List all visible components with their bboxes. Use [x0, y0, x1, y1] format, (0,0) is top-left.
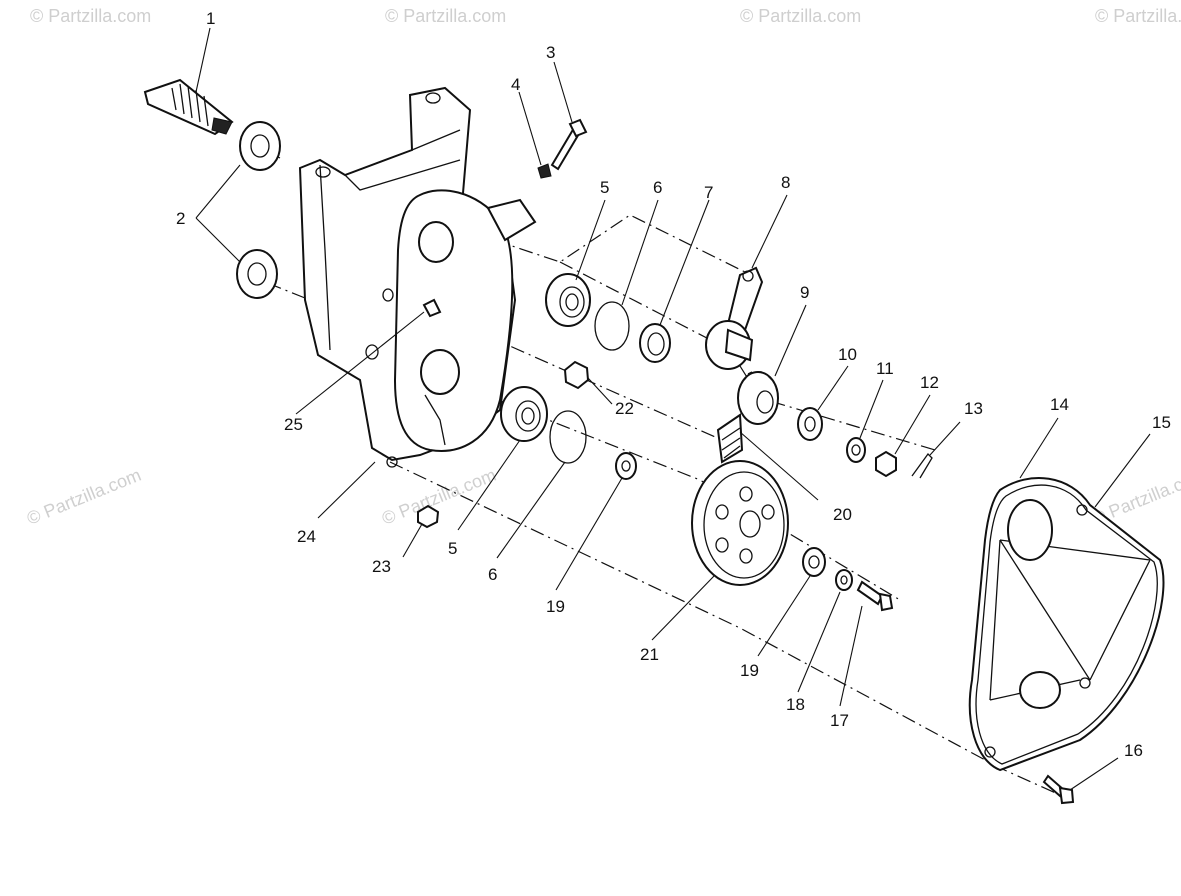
callout-21: 21 — [640, 645, 659, 664]
callout-5-upper: 5 — [600, 178, 609, 197]
part-13-cotter-pin — [911, 453, 933, 479]
callout-15: 15 — [1152, 413, 1171, 432]
callout-2: 2 — [176, 209, 185, 228]
callout-3: 3 — [546, 43, 555, 62]
part-5-bearing-upper — [545, 273, 591, 327]
part-23-drain-plug — [417, 504, 440, 529]
callout-14: 14 — [1050, 395, 1069, 414]
watermark-top-4: © Partzilla.com — [1095, 6, 1181, 26]
part-2-seals — [236, 121, 281, 299]
callout-20: 20 — [833, 505, 852, 524]
part-8-tensioner-arm — [705, 266, 764, 370]
callout-9: 9 — [800, 283, 809, 302]
part-20-chain — [716, 413, 744, 464]
part-10-washer — [797, 407, 823, 441]
callout-13: 13 — [964, 399, 983, 418]
callout-10: 10 — [838, 345, 857, 364]
callout-23: 23 — [372, 557, 391, 576]
part-22-nut — [563, 360, 590, 390]
callout-19-lower: 19 — [740, 661, 759, 680]
callout-4: 4 — [511, 75, 520, 94]
callout-6-upper: 6 — [653, 178, 662, 197]
watermark-mid-left: © Partzilla.com — [24, 465, 144, 529]
part-21-large-sprocket — [691, 460, 789, 586]
part-3-bolt — [550, 118, 588, 171]
part-25-stud — [422, 298, 442, 318]
callout-7: 7 — [704, 183, 713, 202]
callout-8: 8 — [781, 173, 790, 192]
part-17-bolt — [856, 580, 894, 612]
part-11-washer — [846, 437, 866, 463]
part-12-nut — [875, 450, 897, 478]
part-14-cover-gasket — [968, 477, 1165, 772]
callout-11: 11 — [876, 359, 894, 378]
part-6-snap-ring-lower — [549, 410, 587, 464]
part-1-shaft — [143, 78, 234, 136]
part-6-snap-ring-upper — [594, 301, 630, 351]
callout-25: 25 — [284, 415, 303, 434]
callout-17: 17 — [830, 711, 849, 730]
part-9-small-sprocket — [737, 371, 779, 425]
callout-24: 24 — [297, 527, 316, 546]
watermark-top-2: © Partzilla.com — [385, 6, 506, 26]
part-5-bearing-lower — [500, 386, 548, 442]
part-19-washer-lower — [802, 547, 826, 577]
callout-6-lower: 6 — [488, 565, 497, 584]
callout-5-lower: 5 — [448, 539, 457, 558]
callout-18: 18 — [786, 695, 805, 714]
part-18-lock-washer — [835, 569, 853, 591]
callout-22: 22 — [615, 399, 634, 418]
callout-labels: 1 2 3 4 5 6 7 8 9 10 11 12 13 14 15 16 1… — [176, 9, 1171, 760]
callout-1: 1 — [206, 9, 215, 28]
watermark-top-3: © Partzilla.com — [740, 6, 861, 26]
part-24-chaincase-housing — [298, 86, 537, 468]
part-4-nut — [537, 163, 552, 179]
watermark-top-1: © Partzilla.com — [30, 6, 151, 26]
callout-19-upper: 19 — [546, 597, 565, 616]
part-16-bolt — [1042, 774, 1075, 805]
callout-12: 12 — [920, 373, 939, 392]
part-19-washer-upper — [615, 452, 637, 480]
part-15-cover-ribs — [984, 499, 1151, 758]
callout-16: 16 — [1124, 741, 1143, 760]
leader-lines — [195, 27, 1151, 791]
part-7-seal — [639, 323, 671, 363]
